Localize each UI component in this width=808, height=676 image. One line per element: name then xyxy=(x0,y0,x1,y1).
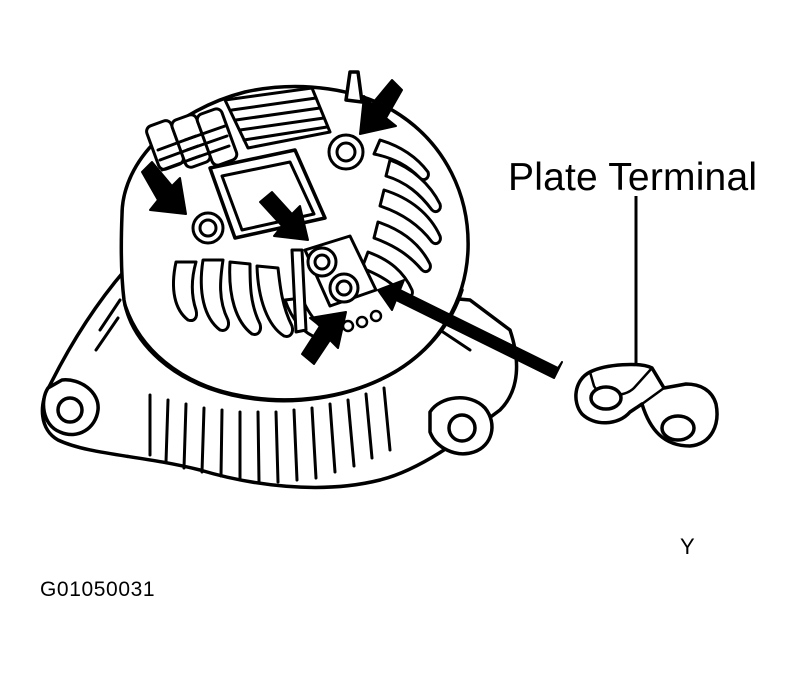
rear-cover-rim xyxy=(123,288,464,402)
terminal-nut-lower xyxy=(328,272,360,304)
rectifier-cover-inner xyxy=(220,160,316,232)
arrow-left xyxy=(141,161,187,215)
mounting-hole-left xyxy=(56,396,84,424)
top-ribbed-cover xyxy=(223,86,332,150)
regulator-ribs xyxy=(145,107,239,172)
terminal-nut-upper xyxy=(306,246,338,278)
bolt-left xyxy=(191,211,225,245)
figure-code-label: G01050031 xyxy=(40,578,156,601)
arrow-center xyxy=(259,191,309,241)
plate-terminal xyxy=(574,362,719,448)
plate-hole-right xyxy=(660,414,696,442)
indicator-dot-2 xyxy=(355,315,369,329)
top-boss xyxy=(344,70,364,104)
stator-fins xyxy=(94,298,480,484)
mounting-hole-right xyxy=(447,413,477,443)
arrow-lower xyxy=(301,311,347,365)
view-letter-label: Y xyxy=(680,534,695,559)
plate-terminal-label: Plate Terminal xyxy=(508,156,758,199)
arrow-long xyxy=(377,279,563,379)
plate-hole-left xyxy=(589,385,623,411)
arrow-top-right xyxy=(359,79,403,135)
cooling-slots xyxy=(172,138,442,340)
bolt-top-right xyxy=(327,133,365,171)
connector-stem xyxy=(290,248,308,334)
indicator-dot-3 xyxy=(369,309,383,323)
